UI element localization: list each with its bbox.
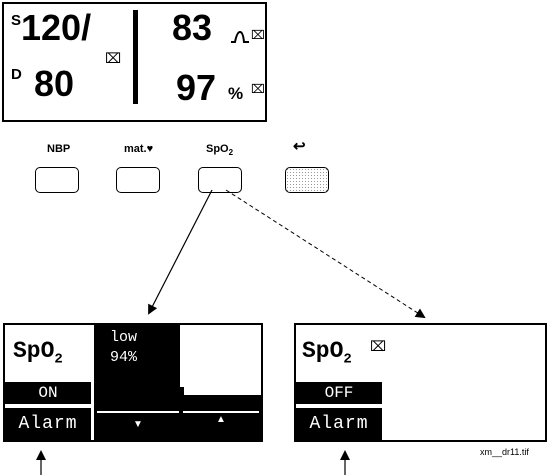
alarm-state-off[interactable]: OFF bbox=[296, 382, 382, 404]
low-limit-area: low 94% bbox=[94, 325, 180, 407]
display-divider bbox=[133, 10, 138, 104]
percent-label: % bbox=[228, 84, 244, 103]
arrow-to-on-panel bbox=[148, 189, 213, 315]
alarm-state-on[interactable]: ON bbox=[5, 382, 91, 404]
nbp-key[interactable] bbox=[35, 167, 79, 193]
spo2-alarm-off-icon: ⌧ bbox=[251, 82, 265, 96]
diastolic-value: 80 bbox=[34, 63, 75, 104]
alarm-off-icon: ⌧ bbox=[370, 338, 387, 354]
file-name-caption: xm__dr11.tif bbox=[480, 447, 529, 457]
spo2-key-label: SpO2 bbox=[206, 143, 234, 158]
down-arrow-icon: ▼ bbox=[133, 419, 143, 430]
arrow-to-off-panel bbox=[225, 189, 426, 319]
low-limit-value: 94% bbox=[110, 349, 138, 366]
mat-key-label: mat.♥ bbox=[124, 143, 154, 155]
spo2-key[interactable] bbox=[198, 167, 242, 193]
heart-rate-value: 83 bbox=[172, 7, 213, 48]
up-arrow-icon: ▲ bbox=[216, 414, 226, 425]
spo2-value: 97 bbox=[176, 67, 217, 108]
spo2-alarm-on-panel: SpO2 ON Alarm low 94% ▼ ▲ bbox=[3, 323, 263, 442]
mat-key[interactable] bbox=[116, 167, 160, 193]
back-key-label: ↩ bbox=[293, 138, 306, 155]
nbp-key-label: NBP bbox=[47, 143, 71, 155]
decrease-limit-button[interactable]: ▼ bbox=[97, 411, 179, 439]
hr-alarm-off-icon: ⌧ bbox=[251, 28, 265, 42]
limit-bar-white bbox=[184, 387, 261, 395]
low-limit-label: low bbox=[110, 329, 138, 346]
panel-title: SpO2 bbox=[13, 338, 63, 368]
alarm-softkey[interactable]: Alarm bbox=[296, 408, 382, 440]
increase-limit-button[interactable]: ▲ bbox=[183, 411, 259, 439]
systolic-label: S bbox=[11, 12, 22, 29]
spo2-alarm-off-panel: SpO2 ⌧ OFF Alarm bbox=[294, 323, 547, 442]
alarm-softkey[interactable]: Alarm bbox=[5, 408, 91, 440]
alarm-off-icon: ⌧ bbox=[105, 50, 122, 66]
systolic-value: 120/ bbox=[21, 7, 92, 48]
monitor-display: S 120/ ⌧ D 80 83 ⌧ 97 % ⌧ bbox=[2, 2, 267, 122]
diastolic-label: D bbox=[11, 66, 22, 83]
back-key[interactable] bbox=[285, 167, 329, 193]
pulse-wave-icon bbox=[231, 30, 249, 43]
panel-title: SpO2 bbox=[302, 338, 352, 368]
